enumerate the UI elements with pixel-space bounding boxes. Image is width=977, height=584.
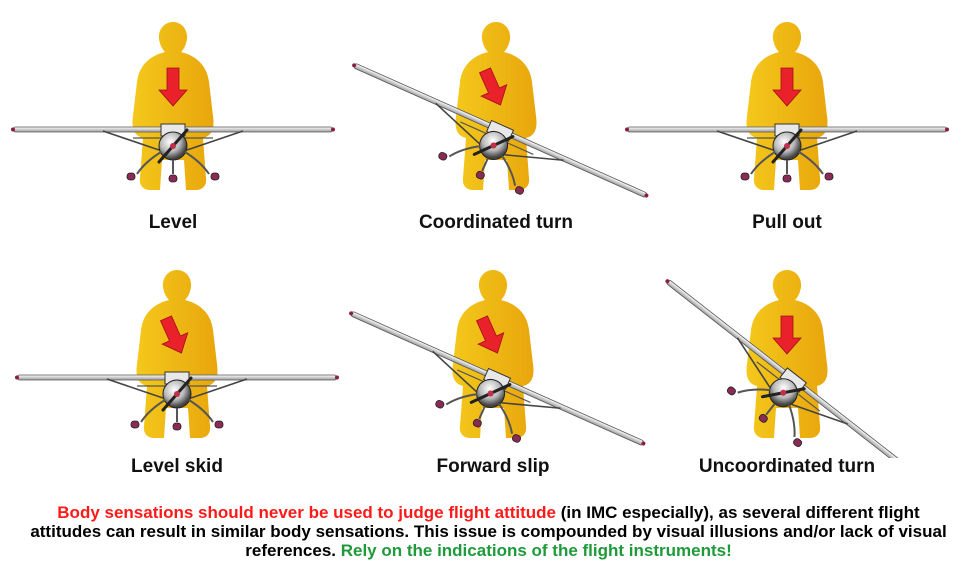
level-skid-figure xyxy=(15,270,339,438)
panel-coordinated-turn: Coordinated turn xyxy=(333,0,659,250)
airplane-front-view-icon xyxy=(625,123,949,183)
caption: Body sensations should never be used to … xyxy=(20,503,957,560)
uncoordinated-turn-figure xyxy=(665,270,921,458)
level-figure xyxy=(11,22,335,190)
panel-label-level: Level xyxy=(148,212,198,233)
force-arrow-icon xyxy=(772,315,802,355)
panel-label-pull-out: Pull out xyxy=(752,212,822,233)
force-arrow-icon xyxy=(158,67,188,107)
forward-slip-figure xyxy=(349,270,646,446)
force-arrow-icon xyxy=(479,67,508,106)
seated-person-silhouette-icon xyxy=(452,270,534,438)
caption-explanation: (in IMC especially), as several differen… xyxy=(30,503,947,560)
panel-uncoordinated-turn: Uncoordinated turn xyxy=(624,248,950,498)
force-arrow-icon xyxy=(160,315,189,354)
airplane-front-view-icon xyxy=(11,123,335,183)
coordinated-turn-figure xyxy=(352,22,649,198)
airplane-front-view-icon xyxy=(349,311,646,446)
force-arrow-icon xyxy=(772,67,802,107)
panel-label-forward-slip: Forward slip xyxy=(436,456,550,477)
panel-forward-slip: Forward slip xyxy=(330,248,656,498)
panel-label-coordinated-turn: Coordinated turn xyxy=(418,212,574,233)
panel-level: Level xyxy=(10,0,336,250)
pull-out-figure xyxy=(625,22,949,190)
force-arrow-icon xyxy=(476,315,505,354)
seated-person-silhouette-icon xyxy=(455,22,537,190)
panel-level-skid: Level skid xyxy=(14,248,340,498)
panel-label-uncoordinated-turn: Uncoordinated turn xyxy=(698,456,876,477)
airplane-front-view-icon xyxy=(352,63,649,198)
caption-advice: Rely on the indications of the flight in… xyxy=(340,541,732,560)
caption-warning: Body sensations should never be used to … xyxy=(57,503,556,522)
panel-pull-out: Pull out xyxy=(624,0,950,250)
panel-label-level-skid: Level skid xyxy=(131,456,223,477)
airplane-front-view-icon xyxy=(665,279,921,458)
airplane-front-view-icon xyxy=(15,371,339,431)
